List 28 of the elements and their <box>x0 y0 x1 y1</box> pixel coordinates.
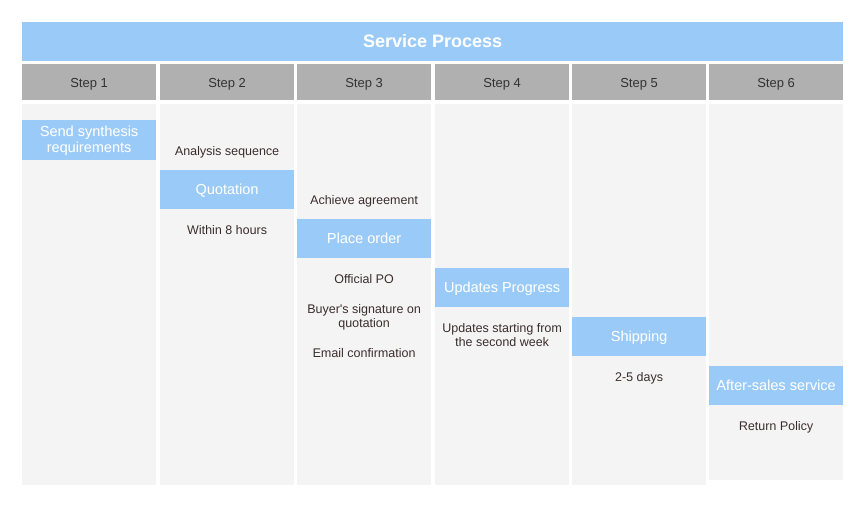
note-text: Analysis sequence <box>174 144 280 158</box>
lane-header: Step 6 <box>709 64 843 100</box>
lane-header: Step 5 <box>572 64 706 100</box>
lane-header: Step 1 <box>22 64 156 100</box>
lane-header: Step 4 <box>435 64 569 100</box>
note-text: 2-5 days <box>615 370 663 384</box>
swimlane <box>160 64 294 485</box>
note-text: Email confirmation <box>312 346 416 360</box>
title-banner: Service Process <box>22 22 843 61</box>
swimlane <box>297 64 431 485</box>
process-box: Place order <box>297 219 431 258</box>
lane-header: Step 2 <box>160 64 294 100</box>
swimlane <box>435 64 569 485</box>
process-box: Updates Progress <box>435 268 569 307</box>
swimlane <box>22 64 156 485</box>
note-text: Buyer's signature on quotation <box>306 302 422 330</box>
process-box: Quotation <box>160 170 294 209</box>
swimlane <box>709 64 843 480</box>
lane-header: Step 3 <box>297 64 431 100</box>
swimlane <box>572 64 706 485</box>
process-box: Send synthesis requirements <box>22 120 156 160</box>
process-box: After-sales service <box>709 366 843 405</box>
note-text: Within 8 hours <box>187 223 267 237</box>
note-text: Official PO <box>334 272 394 286</box>
note-text: Achieve agreement <box>310 193 418 207</box>
note-text: Return Policy <box>738 419 814 433</box>
process-box: Shipping <box>572 317 706 356</box>
note-text: Updates starting from the second week <box>441 321 563 349</box>
